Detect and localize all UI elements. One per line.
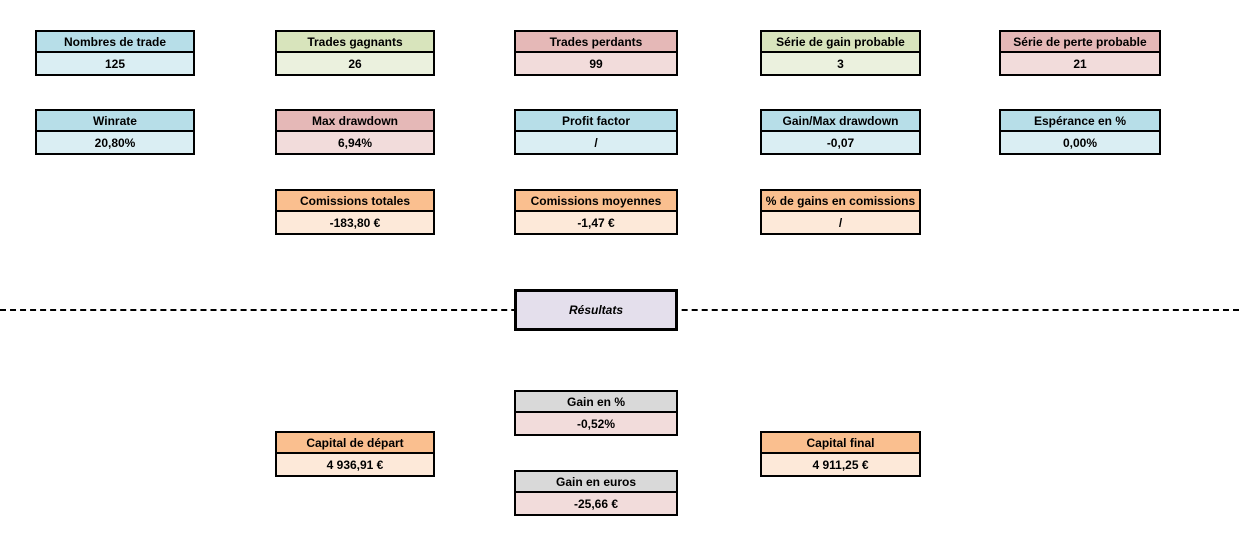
- stat-label[interactable]: Trades perdants: [516, 32, 676, 53]
- stat-value[interactable]: -1,47 €: [516, 212, 676, 233]
- stat-box-comissions-moyennes: Comissions moyennes -1,47 €: [514, 189, 678, 235]
- stat-box-gain-max-drawdown: Gain/Max drawdown -0,07: [760, 109, 921, 155]
- stat-box-comissions-totales: Comissions totales -183,80 €: [275, 189, 435, 235]
- stat-value[interactable]: 20,80%: [37, 132, 193, 153]
- stat-value[interactable]: 26: [277, 53, 433, 74]
- stat-value[interactable]: 3: [762, 53, 919, 74]
- stat-value[interactable]: 6,94%: [277, 132, 433, 153]
- stat-label[interactable]: Série de gain probable: [762, 32, 919, 53]
- stat-box-nombres-de-trade: Nombres de trade 125: [35, 30, 195, 76]
- stat-label[interactable]: Profit factor: [516, 111, 676, 132]
- stat-box-winrate: Winrate 20,80%: [35, 109, 195, 155]
- stat-value[interactable]: -0,07: [762, 132, 919, 153]
- stat-label[interactable]: Comissions totales: [277, 191, 433, 212]
- stat-value[interactable]: /: [762, 212, 919, 233]
- stat-value[interactable]: -183,80 €: [277, 212, 433, 233]
- stat-box-capital-final: Capital final 4 911,25 €: [760, 431, 921, 477]
- stat-label[interactable]: Capital de départ: [277, 433, 433, 454]
- stat-value[interactable]: -0,52%: [516, 413, 676, 434]
- stat-box-esperance-en-pct: Espérance en % 0,00%: [999, 109, 1161, 155]
- stat-value[interactable]: 21: [1001, 53, 1159, 74]
- stat-value[interactable]: 0,00%: [1001, 132, 1159, 153]
- stat-label[interactable]: Comissions moyennes: [516, 191, 676, 212]
- stat-box-profit-factor: Profit factor /: [514, 109, 678, 155]
- results-section-header: Résultats: [514, 289, 678, 331]
- stat-label[interactable]: Série de perte probable: [1001, 32, 1159, 53]
- stat-value[interactable]: 125: [37, 53, 193, 74]
- stat-label[interactable]: Winrate: [37, 111, 193, 132]
- stat-box-trades-perdants: Trades perdants 99: [514, 30, 678, 76]
- stat-label[interactable]: Capital final: [762, 433, 919, 454]
- stat-box-serie-de-gain-probable: Série de gain probable 3: [760, 30, 921, 76]
- stat-box-pct-gains-en-comissions: % de gains en comissions /: [760, 189, 921, 235]
- stat-value[interactable]: 99: [516, 53, 676, 74]
- stat-label[interactable]: % de gains en comissions: [762, 191, 919, 212]
- stat-box-capital-de-depart: Capital de départ 4 936,91 €: [275, 431, 435, 477]
- stat-value[interactable]: 4 936,91 €: [277, 454, 433, 475]
- stat-value[interactable]: -25,66 €: [516, 493, 676, 514]
- stat-label[interactable]: Gain/Max drawdown: [762, 111, 919, 132]
- stat-box-trades-gagnants: Trades gagnants 26: [275, 30, 435, 76]
- stat-label[interactable]: Gain en %: [516, 392, 676, 413]
- stat-label[interactable]: Max drawdown: [277, 111, 433, 132]
- stat-box-max-drawdown: Max drawdown 6,94%: [275, 109, 435, 155]
- stat-value[interactable]: 4 911,25 €: [762, 454, 919, 475]
- stat-label[interactable]: Gain en euros: [516, 472, 676, 493]
- stat-box-gain-en-euros: Gain en euros -25,66 €: [514, 470, 678, 516]
- stat-label[interactable]: Trades gagnants: [277, 32, 433, 53]
- stat-box-gain-en-pct: Gain en % -0,52%: [514, 390, 678, 436]
- stat-label[interactable]: Espérance en %: [1001, 111, 1159, 132]
- stat-label[interactable]: Nombres de trade: [37, 32, 193, 53]
- stat-box-serie-de-perte-probable: Série de perte probable 21: [999, 30, 1161, 76]
- stat-value[interactable]: /: [516, 132, 676, 153]
